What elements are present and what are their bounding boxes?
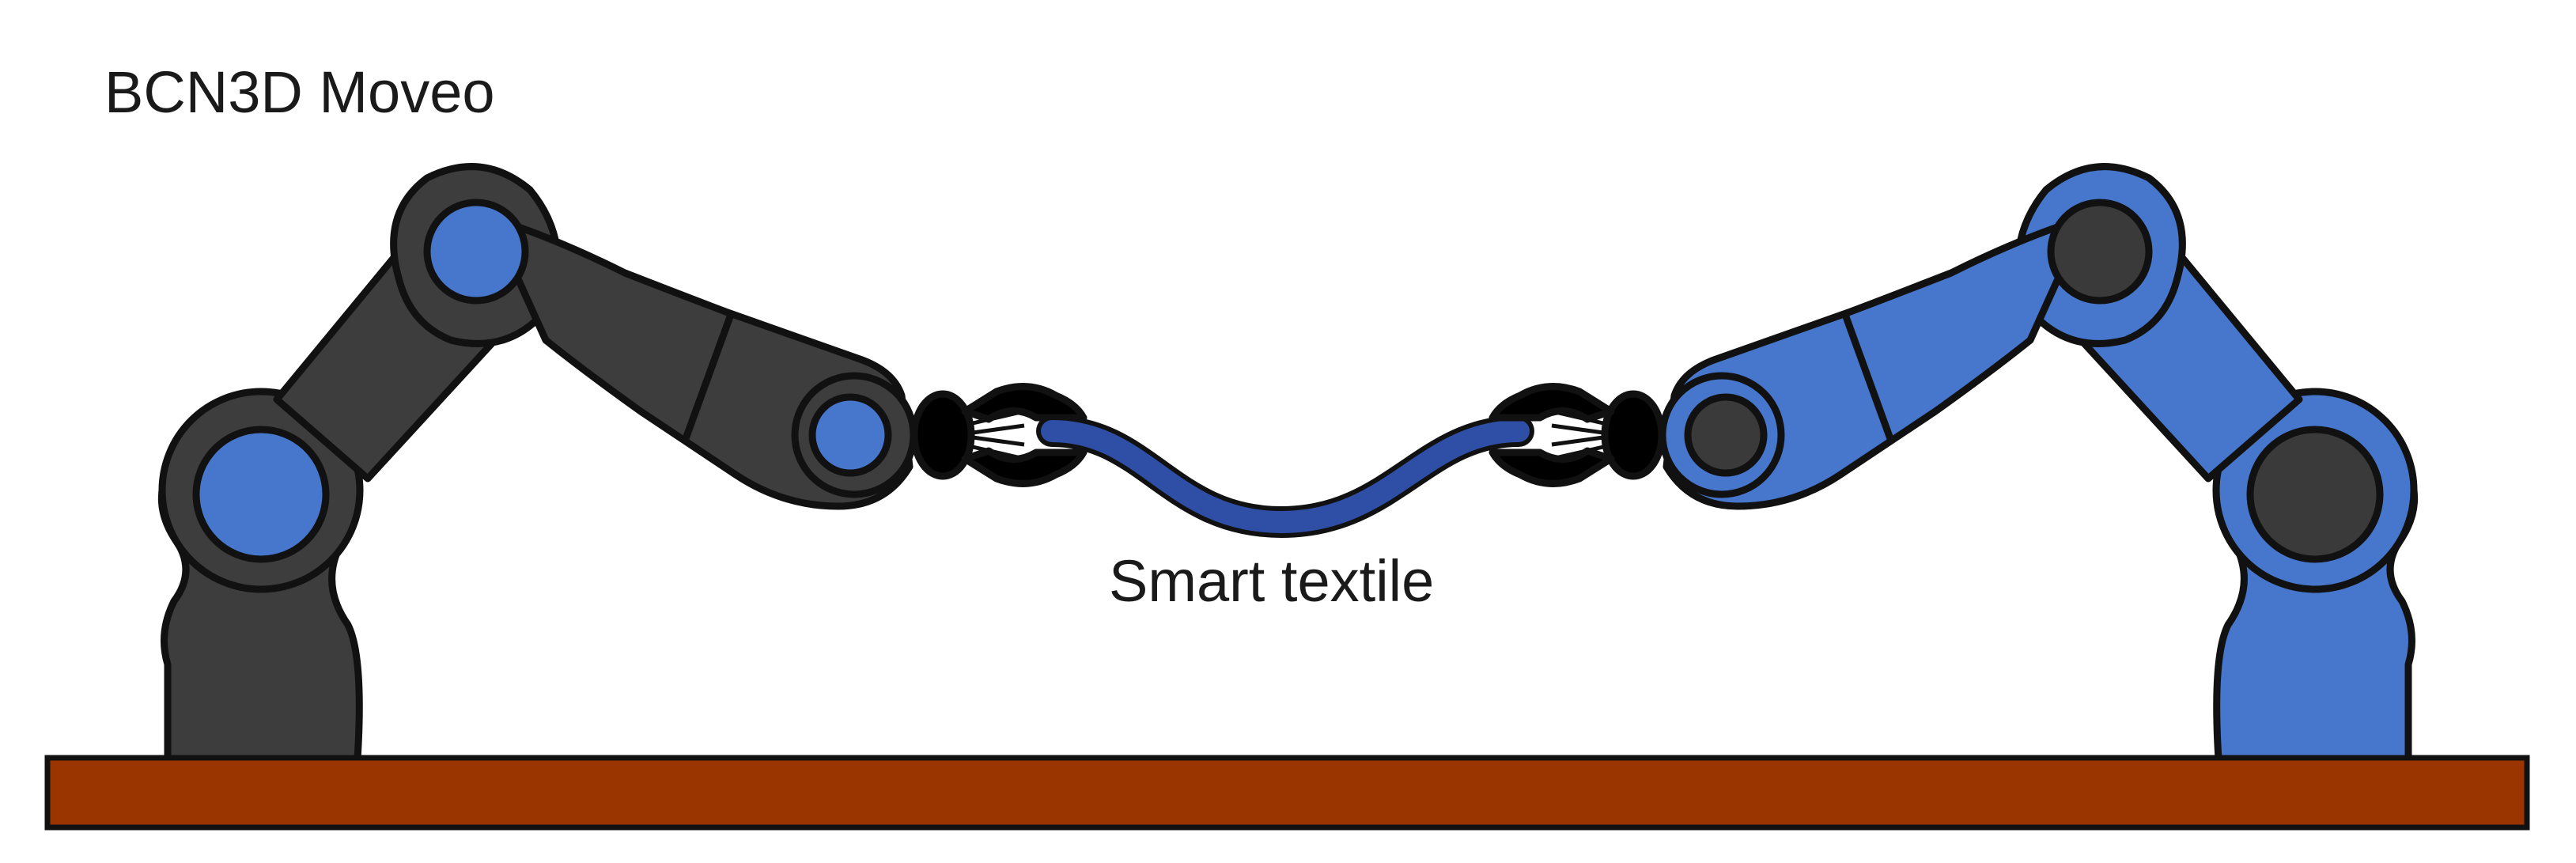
right-robot-elbow-joint xyxy=(2047,199,2153,305)
left-robot-shoulder-joint xyxy=(192,426,330,563)
right-robot-arm xyxy=(1492,163,2419,763)
left-robot-forearm-seam xyxy=(680,311,736,445)
robot-model-label: BCN3D Moveo xyxy=(104,59,495,125)
right-robot-forearm-seam xyxy=(1840,311,1896,445)
left-robot-arm xyxy=(157,163,1084,763)
table-surface xyxy=(44,755,2530,831)
material-label: Smart textile xyxy=(1109,548,1434,614)
right-robot-shoulder-joint xyxy=(2246,426,2384,563)
smart-textile xyxy=(1036,415,1534,539)
smart-textile-fill xyxy=(1041,420,1530,534)
right-robot-wrist-joint xyxy=(1684,393,1768,477)
left-robot-wrist-joint xyxy=(808,393,892,477)
left-robot-elbow-joint xyxy=(423,199,529,305)
